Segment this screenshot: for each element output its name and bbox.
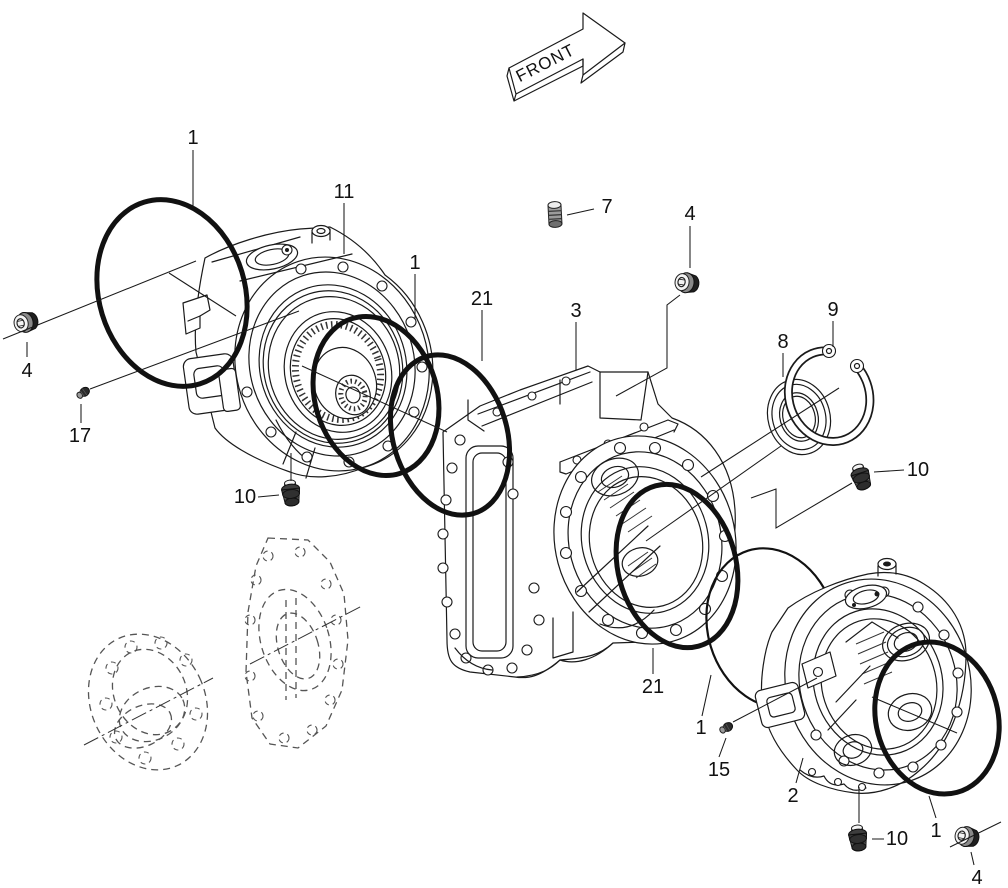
center-housing-3 <box>437 365 737 679</box>
center-housing-cavity <box>576 457 661 629</box>
phantom-part-outline-right <box>244 537 363 749</box>
center-housing-plate-holes <box>437 434 545 676</box>
callout-10-plug-left: 10 <box>234 486 256 508</box>
oring-1-left <box>94 197 250 389</box>
callout-2-right-cover: 2 <box>787 785 798 807</box>
callout-1-oring-far-right: 1 <box>930 820 941 842</box>
callout-1-oring-left: 1 <box>187 127 198 149</box>
snap-ring-9 <box>783 343 875 446</box>
right-cover-side-brackets <box>754 651 837 729</box>
right-cover-bores <box>827 621 933 767</box>
front-direction-arrow: FRONT <box>506 12 626 102</box>
plug-10-right <box>847 461 875 493</box>
oring-1-mid <box>310 314 442 478</box>
callout-21-oring-left: 21 <box>471 288 493 310</box>
callout-1-oring-center: 1 <box>695 717 706 739</box>
callout-4-plug-bottom: 4 <box>971 867 982 888</box>
front-arrow-face <box>508 12 626 95</box>
plug-15 <box>717 720 735 736</box>
plug-4-left <box>11 309 41 336</box>
plug-4-bottom <box>952 823 982 850</box>
callout-4-plug-left: 4 <box>21 360 32 382</box>
left-cover-housing-11 <box>182 224 434 479</box>
callout-11-left-cover: 11 <box>334 181 355 203</box>
center-housing-side-window <box>465 445 514 659</box>
callout-10-plug-right: 10 <box>907 459 929 481</box>
plug-10-bottom <box>847 823 869 853</box>
callout-10-plug-bottom: 10 <box>886 828 908 850</box>
right-cover-housing-2 <box>754 557 972 794</box>
phantom-part-outline-left <box>83 633 214 771</box>
left-cover-bolt-holes <box>241 261 428 468</box>
plug-4-top <box>673 270 701 296</box>
callout-21-oring-right: 21 <box>642 676 664 698</box>
callout-1-oring-mid: 1 <box>409 252 420 274</box>
callout-15-plug: 15 <box>708 759 730 781</box>
callout-4-plug-top: 4 <box>684 203 695 225</box>
callout-17-plug: 17 <box>69 425 91 447</box>
left-cover-top-pad <box>245 224 331 271</box>
front-arrow-thickness <box>506 42 626 102</box>
callout-8-oil-seal: 8 <box>777 331 788 353</box>
oring-1-right <box>872 639 1002 797</box>
right-cover-top-pad <box>844 557 897 610</box>
callout-9-snap-ring: 9 <box>827 299 838 321</box>
plug-17 <box>74 385 92 401</box>
set-screw-7 <box>547 200 563 229</box>
oring-21-right <box>613 481 741 651</box>
plug-10-left <box>280 478 302 508</box>
callouts: 1 11 1 21 3 7 4 8 9 10 10 4 17 21 1 15 2… <box>21 127 982 888</box>
callout-7-set-screw: 7 <box>601 196 612 218</box>
callout-3-center-housing: 3 <box>570 300 581 322</box>
oring-21-left <box>387 352 513 518</box>
leader-lines <box>2 150 1002 866</box>
